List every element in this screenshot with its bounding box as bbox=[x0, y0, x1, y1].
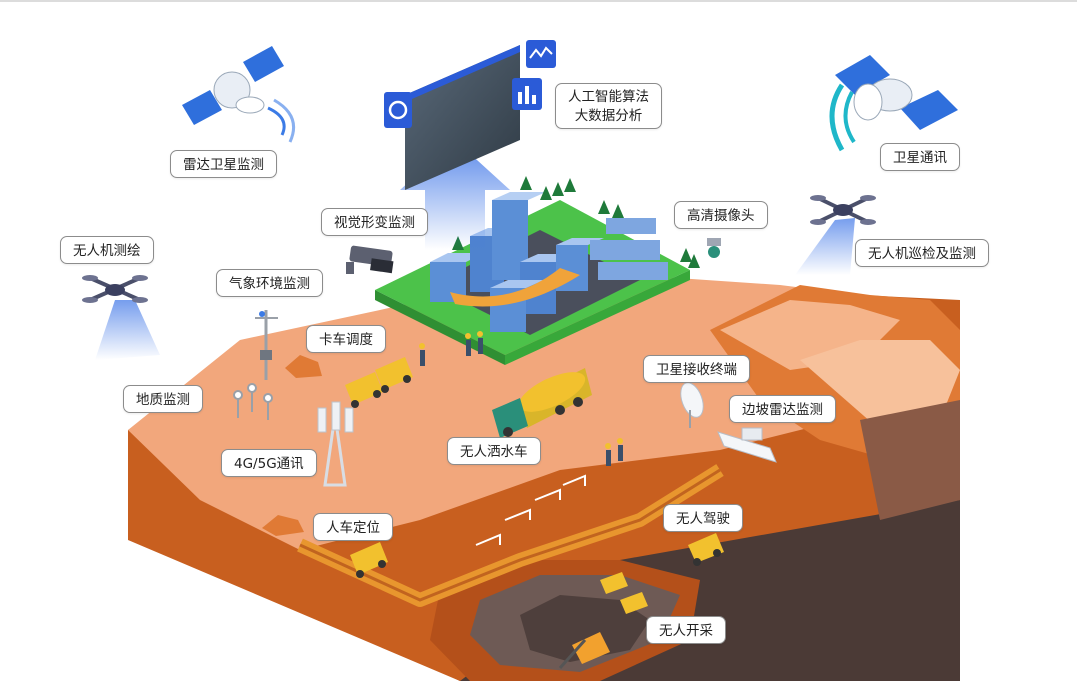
label-sprinkler-truck: 无人洒水车 bbox=[447, 437, 541, 465]
cell-tower-icon bbox=[317, 401, 354, 487]
label-drone-patrol: 无人机巡检及监测 bbox=[855, 239, 989, 267]
excavator-1 bbox=[600, 572, 628, 594]
radar-satellite-icon bbox=[182, 46, 295, 143]
satellite-dish-icon bbox=[680, 382, 704, 428]
label-satellite-terminal: 卫星接收终端 bbox=[643, 355, 750, 383]
label-satellite-comm: 卫星通讯 bbox=[880, 143, 960, 171]
dump-truck-3 bbox=[350, 542, 388, 578]
safety-fences bbox=[475, 474, 586, 546]
label-visual-deformation: 视觉形变监测 bbox=[321, 208, 428, 236]
comm-satellite-icon bbox=[829, 55, 958, 152]
cliff-layers bbox=[710, 285, 960, 520]
warehouses bbox=[590, 218, 668, 280]
label-geology-monitoring: 地质监测 bbox=[123, 385, 203, 413]
label-ai-line1: 人工智能算法 bbox=[568, 89, 649, 105]
drill-rig bbox=[558, 632, 610, 669]
dump-trucks bbox=[345, 357, 724, 669]
label-weather-monitoring: 气象环境监测 bbox=[216, 269, 323, 297]
water-tanker-truck bbox=[492, 368, 592, 438]
label-truck-dispatch: 卡车调度 bbox=[306, 325, 386, 353]
geology-sensors bbox=[233, 383, 273, 420]
label-autonomous-driving: 无人驾驶 bbox=[663, 504, 743, 532]
label-ai-line2: 大数据分析 bbox=[574, 108, 643, 124]
hd-camera-icon bbox=[707, 238, 721, 258]
rock-piles bbox=[262, 355, 322, 536]
label-ai-bigdata: 人工智能算法 大数据分析 bbox=[555, 83, 662, 129]
mine-benches bbox=[297, 464, 724, 607]
workers bbox=[419, 331, 623, 466]
label-unmanned-mining: 无人开采 bbox=[646, 616, 726, 644]
mapping-drone-icon bbox=[82, 275, 160, 360]
label-hd-camera: 高清摄像头 bbox=[674, 201, 768, 229]
dump-truck-4 bbox=[688, 533, 724, 566]
dump-truck-2 bbox=[375, 357, 413, 393]
label-radar-satellite: 雷达卫星监测 bbox=[170, 150, 277, 178]
label-slope-radar: 边坡雷达监测 bbox=[729, 395, 836, 423]
deformation-camera-icon bbox=[346, 245, 394, 274]
excavator-2 bbox=[620, 592, 648, 614]
label-personnel-vehicle: 人车定位 bbox=[313, 513, 393, 541]
ai-dashboard-screen bbox=[384, 40, 556, 190]
top-divider bbox=[0, 0, 1077, 2]
label-drone-mapping: 无人机测绘 bbox=[60, 236, 154, 264]
weather-station-icon bbox=[255, 310, 278, 380]
dump-truck-1 bbox=[345, 372, 383, 408]
label-4g5g: 4G/5G通讯 bbox=[221, 449, 317, 477]
trees bbox=[452, 176, 700, 268]
patrol-drone-icon bbox=[795, 195, 876, 275]
slope-radar-device bbox=[717, 427, 777, 463]
buildings bbox=[430, 192, 668, 332]
